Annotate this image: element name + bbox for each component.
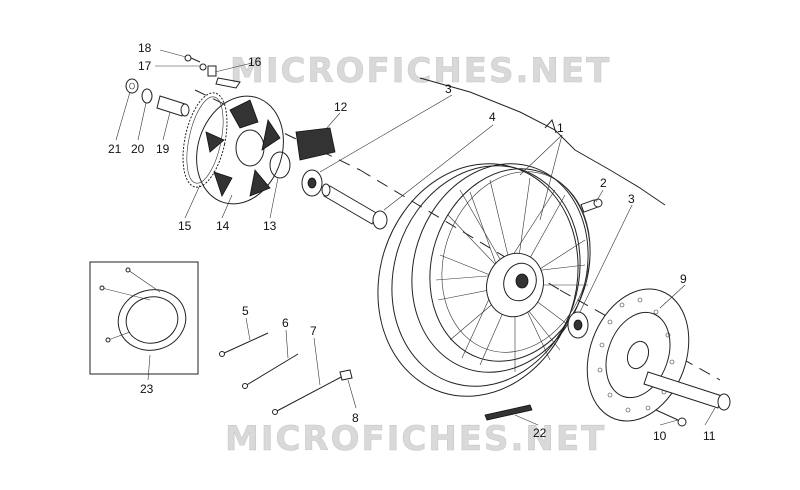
- cush-rubbers: [295, 127, 336, 161]
- callout-11: 11: [703, 429, 716, 443]
- kit-box: [89, 261, 199, 375]
- callout-9: 9: [680, 272, 687, 286]
- sprocket-ring: [182, 92, 228, 188]
- callout-19: 19: [156, 142, 170, 156]
- spoke-pins: [219, 332, 353, 415]
- watermark-top: MICROFICHES.NET: [230, 51, 611, 91]
- callout-14: 14: [216, 219, 230, 233]
- callout-17: 17: [138, 59, 152, 73]
- circlip: [269, 151, 291, 179]
- callout-6: 6: [282, 316, 289, 330]
- axle-nut: [125, 78, 139, 94]
- spacer-tube: [156, 95, 190, 117]
- callout-10: 10: [653, 429, 667, 443]
- callout-3-left: 3: [445, 82, 452, 96]
- small-bolts: [184, 54, 217, 77]
- bearing-left: [301, 169, 323, 197]
- callout-18: 18: [138, 41, 152, 55]
- brake-disc: [586, 288, 690, 422]
- washer: [141, 88, 153, 104]
- adjuster-plate: [215, 77, 241, 89]
- callout-22: 22: [533, 426, 547, 440]
- callout-4: 4: [489, 110, 496, 124]
- callout-labels: 1 2 3 3 4 5 6 7 8 9 10 11 12 13 14 15 16…: [108, 41, 716, 443]
- wheel-axle: [321, 183, 388, 230]
- rear-spindle: [643, 371, 731, 411]
- callout-12: 12: [334, 100, 348, 114]
- wheel-rim: [377, 163, 591, 397]
- leader-lines: [115, 49, 716, 426]
- sprocket-carrier: [196, 95, 284, 205]
- callout-2: 2: [600, 176, 607, 190]
- frame-break-mark: [544, 118, 557, 134]
- callout-23: 23: [140, 382, 154, 396]
- valve-bolt: [580, 198, 603, 213]
- bearing-right: [567, 311, 589, 339]
- callout-3-right: 3: [628, 192, 635, 206]
- callout-5: 5: [242, 304, 249, 318]
- callout-7: 7: [310, 324, 317, 338]
- callout-13: 13: [263, 219, 277, 233]
- callout-21: 21: [108, 142, 122, 156]
- spoke-nipples-strip: [484, 404, 533, 421]
- watermark-bottom: MICROFICHES.NET: [225, 419, 606, 459]
- disc-bolt: [655, 409, 687, 427]
- callout-1: 1: [557, 121, 564, 135]
- wheel-hub: [486, 252, 544, 318]
- frame-outline-line: [419, 77, 666, 206]
- callout-20: 20: [131, 142, 145, 156]
- callout-15: 15: [178, 219, 192, 233]
- callout-8: 8: [352, 411, 359, 425]
- callout-16: 16: [248, 55, 262, 69]
